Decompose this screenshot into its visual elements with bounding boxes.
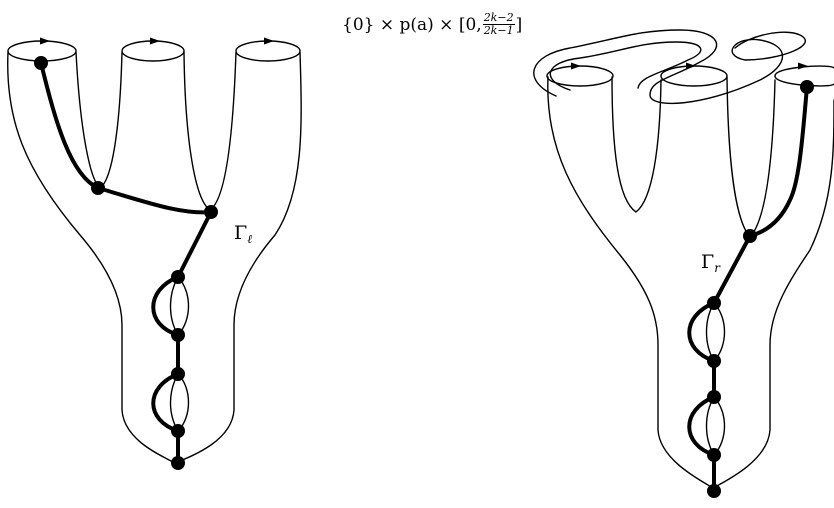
right-surface-inner-fold-1	[611, 76, 662, 213]
left-bigon-1-thick-arc	[151, 275, 180, 337]
right-vertex	[743, 229, 757, 243]
right-surface-inner-fold-2	[726, 76, 776, 238]
right-twisted-band-outer	[533, 29, 784, 105]
left-bigon-2-thin-arc-a	[169, 373, 179, 432]
left-graph-subscript: ℓ	[247, 232, 253, 246]
left-vertex	[171, 270, 185, 284]
left-vertex	[34, 56, 48, 70]
right-rim-arrow-1	[571, 62, 581, 70]
top-formula-denominator: 2k−1	[483, 24, 514, 37]
left-rim-3	[235, 40, 301, 62]
left-graph-label: Γℓ	[234, 222, 252, 247]
right-vertex	[707, 354, 721, 368]
left-graph-edge-1	[39, 61, 100, 190]
top-formula-prefix: {0} × p(a) × [0,	[342, 14, 482, 35]
left-surface-inner-fold-1	[75, 51, 123, 189]
left-vertex	[204, 205, 218, 219]
top-formula-suffix: ]	[515, 14, 523, 35]
right-rim-3	[774, 65, 834, 77]
right-twisted-band-inner	[549, 41, 702, 91]
left-vertex	[171, 424, 185, 438]
right-graph-edge-2	[712, 234, 752, 305]
left-vertex	[171, 456, 185, 470]
right-bigon-1-thick-arc	[687, 301, 716, 363]
left-rim-arrow-2	[150, 37, 160, 45]
left-surface-inner-fold-2	[183, 51, 237, 211]
right-bigon-2-thin-arc-b	[713, 396, 726, 456]
right-vertex	[800, 80, 814, 94]
left-vertex	[171, 367, 185, 381]
left-rim-arrow-1	[40, 37, 50, 45]
left-bigon-2-thin-arc-b	[177, 373, 190, 432]
right-band-right-loop	[734, 31, 807, 61]
left-graph-edge-3	[176, 210, 213, 279]
right-vertex	[707, 390, 721, 404]
right-graph-label: Γr	[701, 251, 720, 275]
left-graph-edge-2	[96, 186, 213, 215]
top-formula-numerator: 2k−2	[482, 11, 515, 25]
right-bigon-2-thin-arc-a	[705, 396, 715, 456]
right-vertex	[707, 484, 721, 498]
right-graph-subscript: r	[714, 261, 720, 275]
left-bigon-1-thin-arc-b	[177, 276, 190, 336]
right-graph	[687, 80, 814, 498]
left-graph	[34, 56, 218, 470]
right-vertex	[707, 448, 721, 462]
right-bigon-2-thick-arc	[687, 395, 716, 457]
left-bigon-1-thin-arc-a	[169, 276, 179, 336]
right-rim-arrow-2	[686, 62, 696, 70]
left-graph-symbol: Γ	[234, 222, 248, 244]
right-bigon-1-thin-arc-a	[705, 302, 715, 362]
top-formula-fraction: 2k−2 2k−1	[482, 11, 515, 37]
top-formula: {0} × p(a) × [0, 2k−2 2k−1 ]	[342, 12, 522, 37]
left-vertex	[91, 181, 105, 195]
left-rim-arrow-3	[264, 37, 274, 45]
right-graph-edge-1	[748, 85, 809, 238]
right-bigon-1-thin-arc-b	[713, 302, 726, 362]
left-vertex	[171, 328, 185, 342]
right-rim-arrow-3	[798, 62, 808, 70]
right-vertex	[707, 296, 721, 310]
right-surface	[533, 29, 834, 489]
left-bigon-2-thick-arc	[151, 372, 180, 433]
right-graph-symbol: Γ	[701, 251, 715, 273]
left-rim-2	[121, 40, 185, 62]
